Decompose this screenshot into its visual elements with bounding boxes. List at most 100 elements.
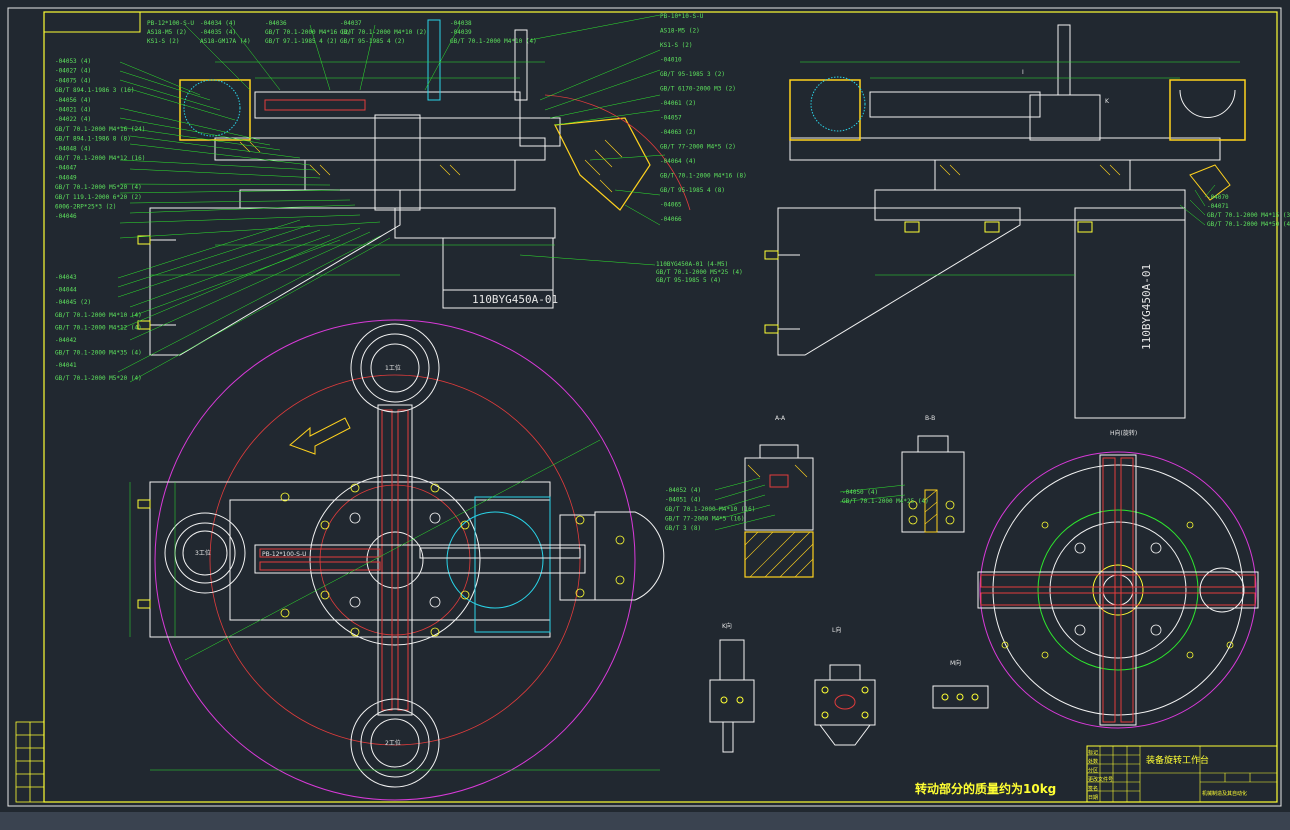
section-a-label-0: -04052 (4) [665,487,701,494]
front-left-labels-lower-3: GB/T 70.1-2000 M4*10 (4) [55,312,142,319]
front-right-label-10: -04064 (4) [660,158,696,165]
front-left-labels-lower-4: GB/T 70.1-2000 M4*12 (4) [55,324,142,331]
front-left-label-1: -04027 (4) [55,68,91,75]
front-top-label-6: -04036 [265,20,287,27]
side-right-label-1: -04071 [1207,203,1229,210]
front-right-label-8: -04063 (2) [660,129,696,136]
front-left-label-16: -04046 [55,213,77,220]
top-cylinder-label: PB-12*100-S-U [262,551,307,558]
section-b-labels: -04050 (4) GB/T 70.1-2000 M4*25 (4) [842,489,929,505]
outer-frame [7,7,1282,807]
title-text: 装备旋转工作台 [1146,754,1209,766]
margin-table [15,721,45,803]
front-top-label-2: KS1-S (2) [147,38,180,45]
front-left-label-12: -04049 [55,174,77,181]
front-top-labels: PB-12*100-S-U AS18-M5 (2) KS1-S (2) -04034 … [147,20,537,45]
front-motor-label: 110BYG450A-01 [472,293,558,306]
cad-drawing: 110BYG450A-01 [7,7,1290,807]
front-left-label-15: 6006-2RP*25*3 (2) [55,204,116,211]
drawing-border [43,11,1278,803]
front-top-label-4: -04035 (4) [200,29,236,36]
front-top-label-13: -04039 [450,29,472,36]
title-row-1: 处数 [1088,758,1098,765]
front-right-label-1: AS18-M5 (2) [660,28,700,35]
title-row-5: 日期 [1088,795,1098,801]
section-b-label-0: -04050 (4) [842,489,878,496]
title-row-0: 标记 [1088,749,1098,756]
section-a-label-3: GB/T 77-2000 M4*5 (16) [665,516,744,523]
detail-l-title: L向 [832,626,841,634]
detail-k-title: K向 [722,622,732,630]
front-motor-label-1: GB/T 70.1-2000 M5*25 (4) [656,269,743,276]
detail-m-title: M向 [950,659,961,667]
front-right-label-9: GB/T 77-2000 M4*5 (2) [660,144,736,151]
front-left-label-14: GB/T 119.1-2000 6*20 (2) [55,194,142,201]
front-left-labels: -04053 (4) -04027 (4) -04075 (4) GB/T 894.1… [55,58,145,220]
section-a-label-2: GB/T 70.1-2000 M4*10 (16) [665,506,755,513]
front-right-label-13: -04065 [660,202,682,209]
side-mark-k: K [1105,98,1110,105]
front-left-label-0: -04053 (4) [55,58,91,65]
front-top-label-7: GB/T 70.1-2000 M4*16 (2) [265,29,352,36]
front-top-label-0: PB-12*100-S-U [147,20,194,27]
front-left-labels-lower-2: -04045 (2) [55,299,91,306]
detail-views: K向 L向 M向 [709,622,989,753]
front-motor-label-0: 110BYG450A-01 (4-M5) [656,261,728,268]
section-a: A-A -04052 (4) -04051 (4) GB/T 70.1-2000 M… [665,415,814,578]
front-left-label-2: -04075 (4) [55,77,91,84]
title-row-2: 分区 [1088,767,1098,774]
section-a-labels: -04052 (4) -04051 (4) GB/T 70.1-2000 M4*10… [665,487,755,532]
front-left-labels-lower-8: GB/T 70.1-2000 M5*20 (4) [55,375,142,382]
front-top-label-5: AS18-GM17A (4) [200,38,251,45]
front-left-labels-lower-5: -04042 [55,337,77,344]
front-right-label-6: -04061 (2) [660,100,696,107]
top-view: 1工位 2工位 3工位 PB-12*100-S-U [129,319,665,801]
front-left-label-8: GB/T 894.1-1986 8 (8) [55,136,131,143]
section-a-title: A-A [775,415,786,422]
front-right-label-2: KS1-S (2) [660,42,693,49]
section-a-label-1: -04051 (4) [665,497,701,504]
front-left-label-13: GB/T 70.1-2000 M5*20 (4) [55,184,142,191]
side-right-label-2: GB/T 70.1-2000 M4*15 (3) [1207,212,1290,219]
front-left-label-6: -04022 (4) [55,116,91,123]
side-right-label-3: GB/T 70.1-2000 M4*50 (4) [1207,221,1290,228]
front-right-label-7: -04057 [660,115,682,122]
front-right-label-11: GB/T 70.1-2000 M4*16 (8) [660,173,747,180]
side-mark-i: I [1022,69,1024,76]
front-motor-labels: 110BYG450A-01 (4-M5)GB/T 70.1-2000 M5*25… [656,261,743,284]
front-top-label-14: GB/T 70.1-2000 M4*10 (4) [450,38,537,45]
front-left-labels-lower: -04043 -04044 -04045 (2) GB/T 70.1-2000 M4*… [55,274,142,382]
right-view-title: H向(旋转) [1110,429,1137,437]
corner-box [43,11,141,33]
front-motor-label-2: GB/T 95-1985 5 (4) [656,277,721,284]
front-right-label-4: GB/T 95-1985 3 (2) [660,71,725,78]
front-top-label-1: AS18-M5 (2) [147,29,187,36]
status-bar [0,812,1290,830]
front-top-label-8: GB/T 97.1-1985 4 (2) [265,38,337,45]
front-left-labels-lower-7: -04041 [55,362,77,369]
front-right-label-12: GB/T 95-1985 4 (8) [660,187,725,194]
station-3-label: 3工位 [195,549,211,557]
side-right-label-0: -04070 [1207,194,1229,201]
front-left-label-3: GB/T 894.1-1986 3 (16) [55,87,134,94]
title-row-4: 签名 [1088,785,1098,792]
front-left-labels-lower-0: -04043 [55,274,77,281]
front-left-label-7: GB/T 70.1-2000 M4*16 (24) [55,126,145,133]
section-b-title: B-B [925,415,935,422]
front-top-label-3: -04034 (4) [200,20,236,27]
front-top-label-11: GB/T 95-1985 4 (2) [340,38,405,45]
section-a-label-4: GB/T 3 (8) [665,525,701,532]
front-left-labels-lower-6: GB/T 70.1-2000 M4*35 (4) [55,350,142,357]
company-text: 机械制造及其自动化 [1202,790,1247,797]
section-b-label-1: GB/T 70.1-2000 M4*25 (4) [842,498,929,505]
front-right-label-3: -04010 [660,57,682,64]
front-left-labels-lower-1: -04044 [55,287,77,294]
front-top-label-12: -04038 [450,20,472,27]
front-left-label-11: -04047 [55,165,77,172]
station-1-label: 1工位 [385,364,401,372]
